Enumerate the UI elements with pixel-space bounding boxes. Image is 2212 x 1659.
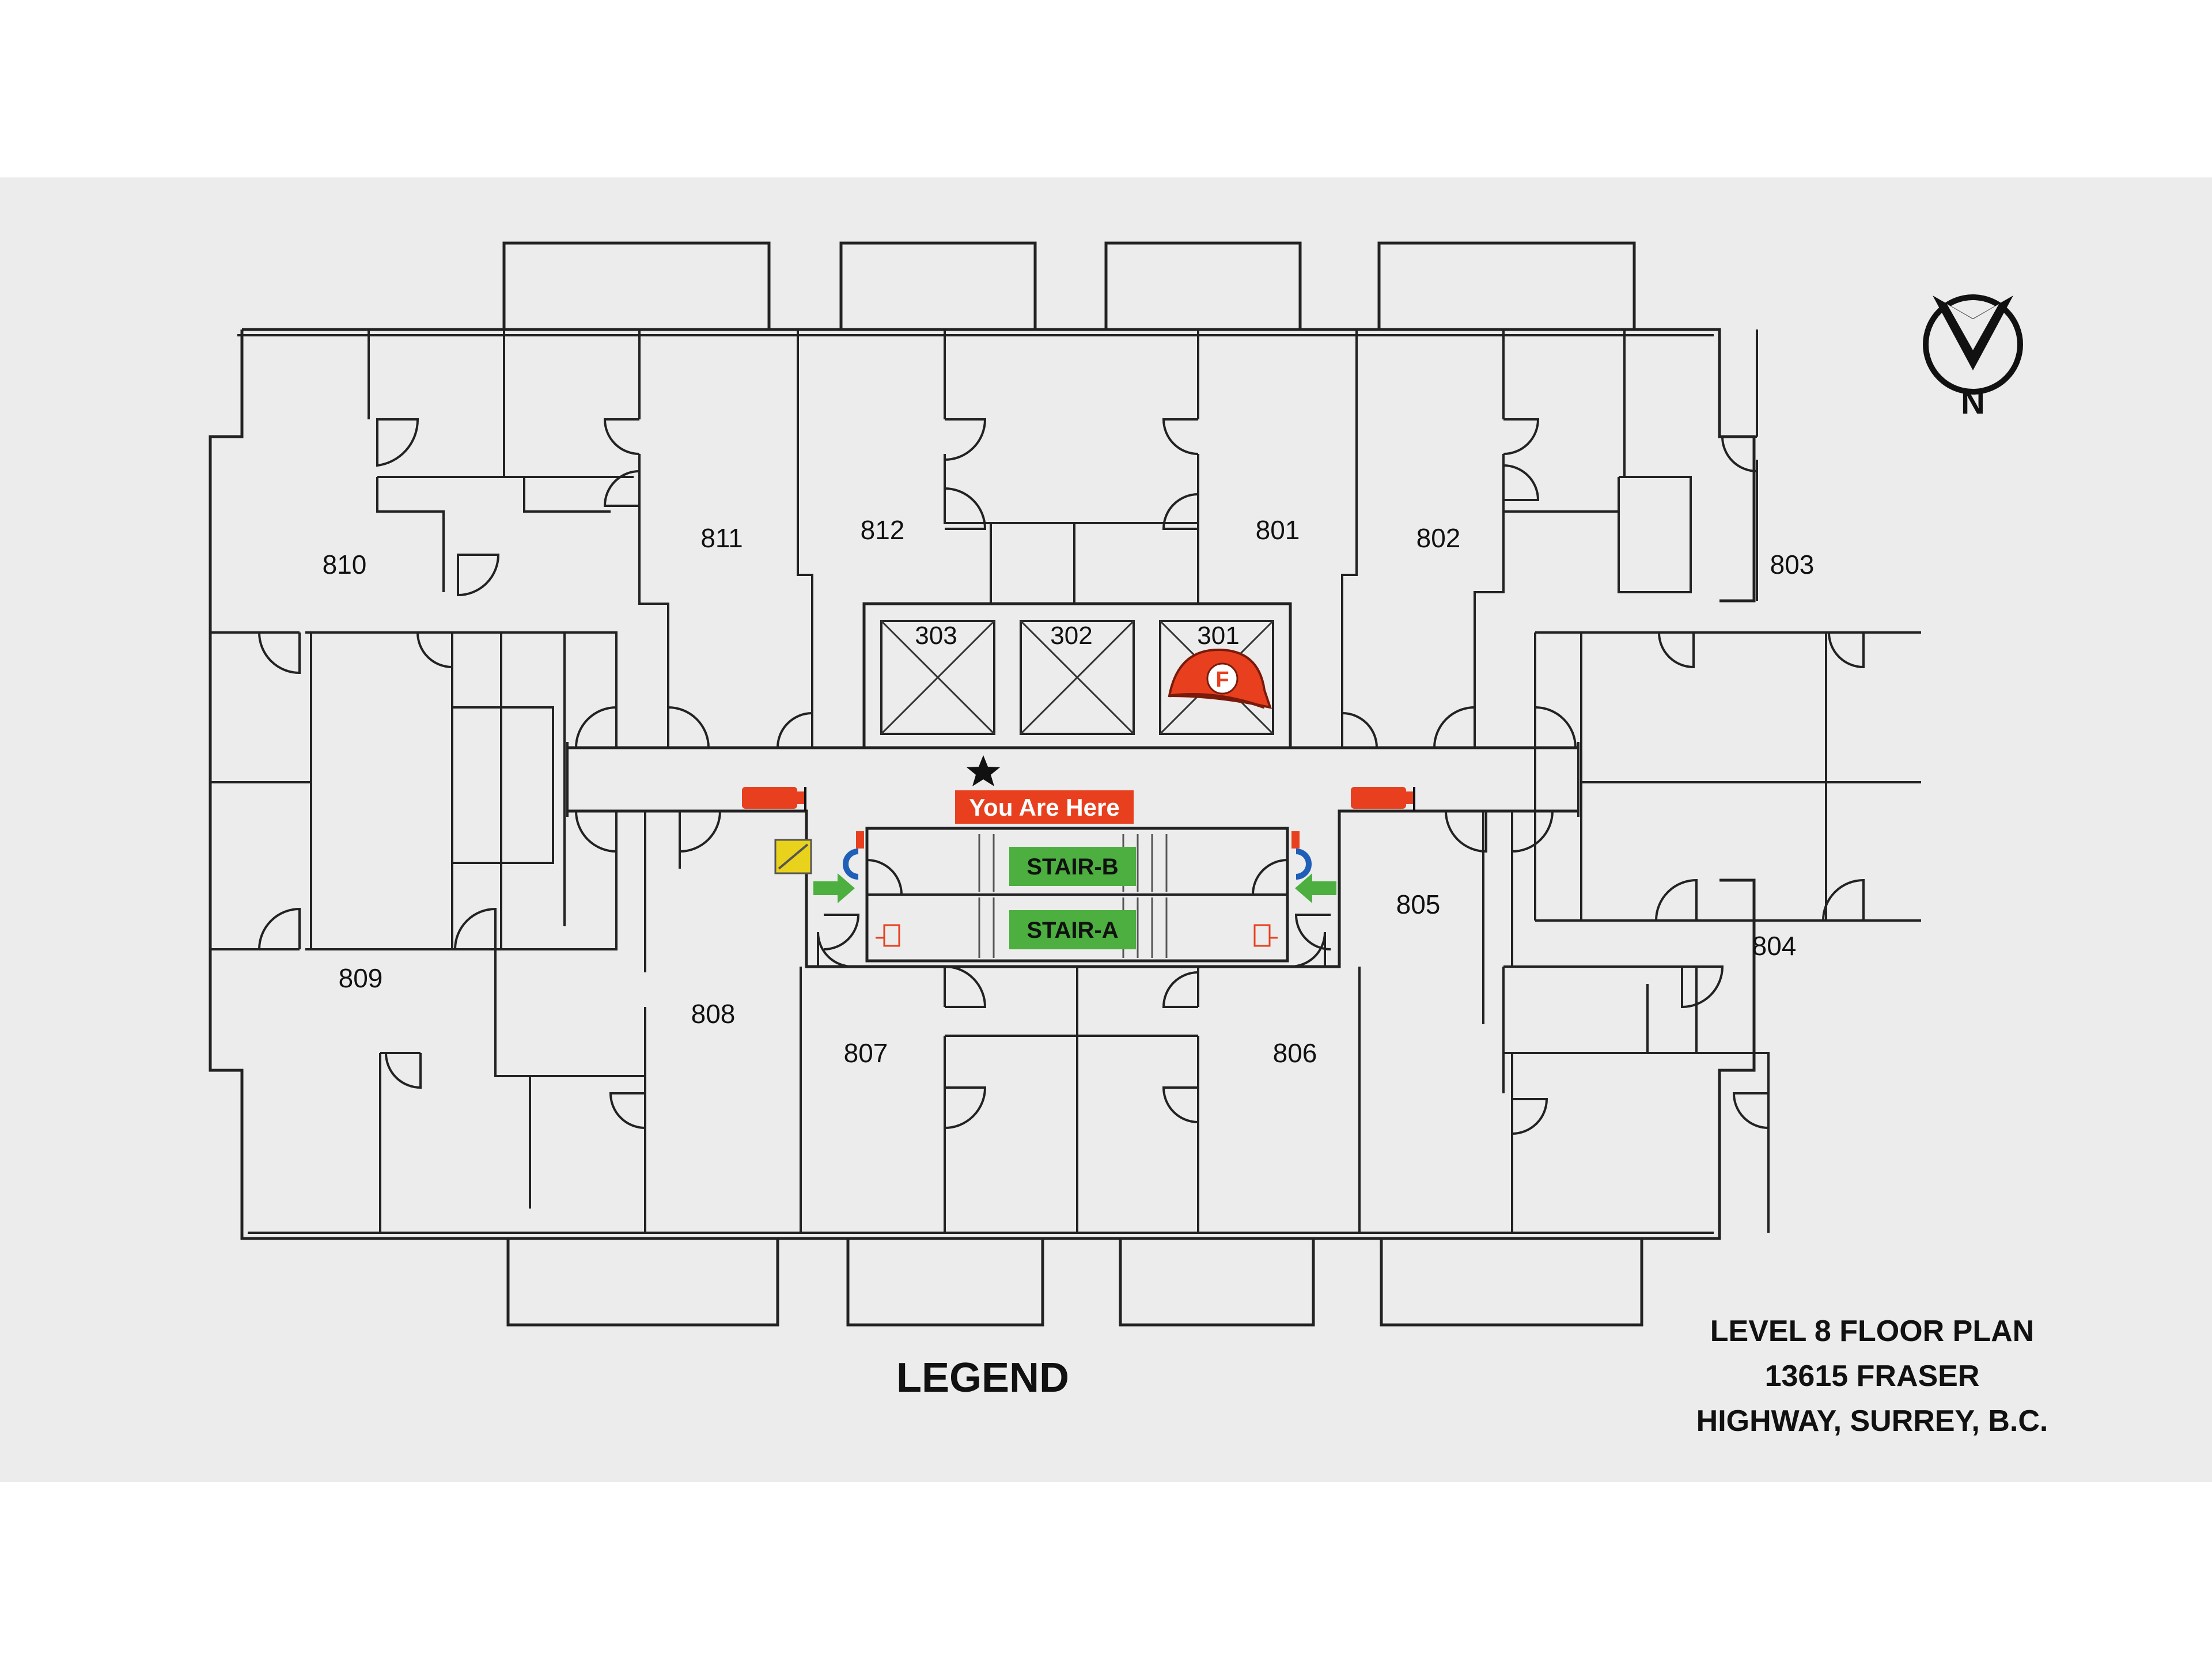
unit-808-label: 808 [691,999,736,1029]
pull-station-icon [876,924,900,947]
floor-plan-sheet: STAIR-B STAIR-A 801 802 803 804 805 806 … [0,177,2212,1482]
fire-hose-icon [843,831,864,880]
stair-b-sign [1009,847,1136,886]
star-icon [967,755,1000,786]
unit-802-label: 802 [1416,523,1461,553]
unit-labels: 801 802 803 804 805 806 807 808 809 810 … [323,515,1815,1068]
plan-title-block: LEVEL 8 FLOOR PLAN 13615 FRASER HIGHWAY,… [1696,1315,2048,1438]
balconies-bottom [506,1238,1643,1327]
compass-icon: N [1923,294,2023,421]
unit-805-label: 805 [1396,889,1441,919]
plan-title-line-2: 13615 FRASER [1765,1359,1980,1393]
fire-helmet-letter: F [1215,668,1229,692]
fire-helmet-icon: F [1168,648,1272,709]
floor-plan-drawing: STAIR-B STAIR-A 801 802 803 804 805 806 … [209,241,2048,1438]
legend-title: LEGEND [896,1355,1069,1401]
stairwell: STAIR-B STAIR-A [865,827,1289,963]
stair-doors [823,859,1331,950]
fire-hose-icon [1291,831,1312,880]
elevator-301-label: 301 [1197,622,1239,650]
stair-a-label: STAIR-A [1027,918,1118,943]
pull-station-icon [1253,924,1278,947]
elevator-303-label: 303 [915,622,957,650]
you-are-here-label: You Are Here [969,794,1119,821]
stair-b-label: STAIR-B [1027,854,1118,880]
unit-806-label: 806 [1273,1038,1317,1068]
unit-807-label: 807 [844,1038,888,1068]
balconies-top [502,241,1636,329]
fire-extinguisher-icon [742,787,806,811]
unit-812-label: 812 [861,515,905,545]
doors [258,418,1865,1135]
you-are-here-badge [955,790,1134,824]
exit-arrow-icon [813,873,855,903]
unit-803-label: 803 [1770,550,1815,579]
units-right-walls [1074,329,1921,1233]
unit-801-label: 801 [1256,515,1300,545]
elevator-302-label: 302 [1050,622,1092,650]
exit-arrow-icon [1295,873,1336,903]
stair-a-sign [1009,910,1136,949]
unit-811-label: 811 [700,523,743,553]
elevator-bank [862,602,1292,749]
unit-810-label: 810 [323,550,367,579]
elevator-labels: 303 302 301 [915,622,1239,650]
fire-panel-icon [774,839,812,874]
plan-title-line-3: HIGHWAY, SURREY, B.C. [1696,1404,2048,1438]
you-are-here-marker: You Are Here [955,755,1134,824]
compass-letter: N [1961,384,1985,421]
units-left-walls [210,329,1078,1233]
plan-title-line-1: LEVEL 8 FLOOR PLAN [1710,1315,2034,1348]
unit-804-label: 804 [1752,931,1797,961]
fire-extinguisher-icon [1351,787,1415,811]
unit-809-label: 809 [339,963,383,993]
